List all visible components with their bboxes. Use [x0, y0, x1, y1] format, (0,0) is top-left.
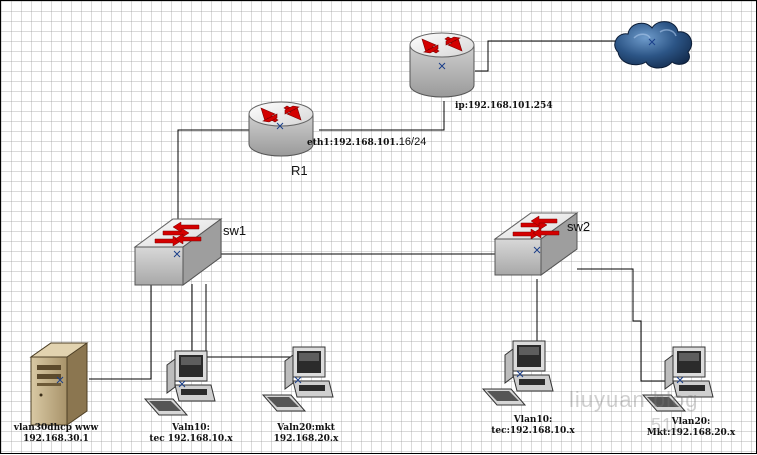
pc-sw2-vlan10-icon[interactable] [481, 340, 554, 406]
pc-sw2-vlan10-line2: tec:192.168.10.x [491, 426, 575, 436]
pc-sw1-vlan20-label: Valn20:mkt 192.168.20.x [274, 423, 339, 445]
sw1-name: sw1 [223, 223, 247, 238]
r1-name: R1 [291, 163, 308, 178]
sw2-name: sw2 [567, 219, 591, 234]
pc-sw1-vlan20-icon[interactable] [261, 346, 334, 412]
cable-edge-router-to-r1 [319, 101, 445, 131]
pc-sw2-vlan20-label: Vlan20: Mkt:192.168.20.x [647, 417, 736, 439]
pc-sw2-vlan20-line2: Mkt:192.168.20.x [646, 428, 736, 438]
sw2-switch-icon[interactable] [493, 212, 579, 276]
r1-interface-ip: eth1:192.168.101. [307, 138, 399, 148]
edge-router-ip-label: ip:192.168.101.254 [455, 101, 553, 111]
port-markers [56, 38, 684, 388]
server-label-line2: 192.168.30.1 [23, 434, 89, 444]
cable-r1-to-sw1 [177, 129, 251, 223]
cable-sw1-to-server [89, 281, 152, 380]
cable-router-to-cloud [475, 40, 623, 72]
pc-sw1-vlan10-line1: Valn10: [172, 423, 210, 433]
server-label-line1: vlan30dhcp www [13, 423, 99, 433]
watermark-sub: 51c [651, 415, 684, 435]
pc-sw2-vlan10-line1: Vlan10: [513, 415, 553, 425]
pc-sw1-vlan10-label: Valn10: tec 192.168.10.x [149, 423, 232, 445]
pc-sw1-vlan10-icon[interactable] [143, 350, 216, 416]
internet-cloud-icon[interactable] [614, 21, 693, 69]
watermark-text: liuyuan blog [569, 387, 699, 412]
edge-router-icon[interactable] [409, 32, 475, 98]
r1-router-icon[interactable] [248, 101, 314, 157]
r1-interface-label: eth1:192.168.101.16/24 [307, 137, 426, 149]
pc-sw1-vlan10-line2: tec 192.168.10.x [149, 434, 233, 444]
pc-sw1-vlan20-line1: Valn20:mkt [277, 423, 335, 433]
cable-sw2-to-pc2-vlan20 [577, 268, 673, 382]
r1-interface-mask: 16/24 [398, 136, 427, 148]
dhcp-server-icon[interactable] [29, 342, 89, 426]
pc-sw1-vlan20-line2: 192.168.20.x [273, 434, 339, 444]
pc-sw2-vlan10-label: Vlan10: tec:192.168.10.x [491, 415, 575, 437]
sw1-switch-icon[interactable] [133, 218, 223, 286]
server-label: vlan30dhcp www 192.168.30.1 [14, 423, 99, 445]
cable-sw1-to-pc-vlan20 [205, 284, 291, 358]
pc-sw2-vlan20-icon[interactable] [641, 346, 714, 412]
pc-sw2-vlan20-line1: Vlan20: [671, 417, 711, 427]
cables [89, 40, 673, 382]
